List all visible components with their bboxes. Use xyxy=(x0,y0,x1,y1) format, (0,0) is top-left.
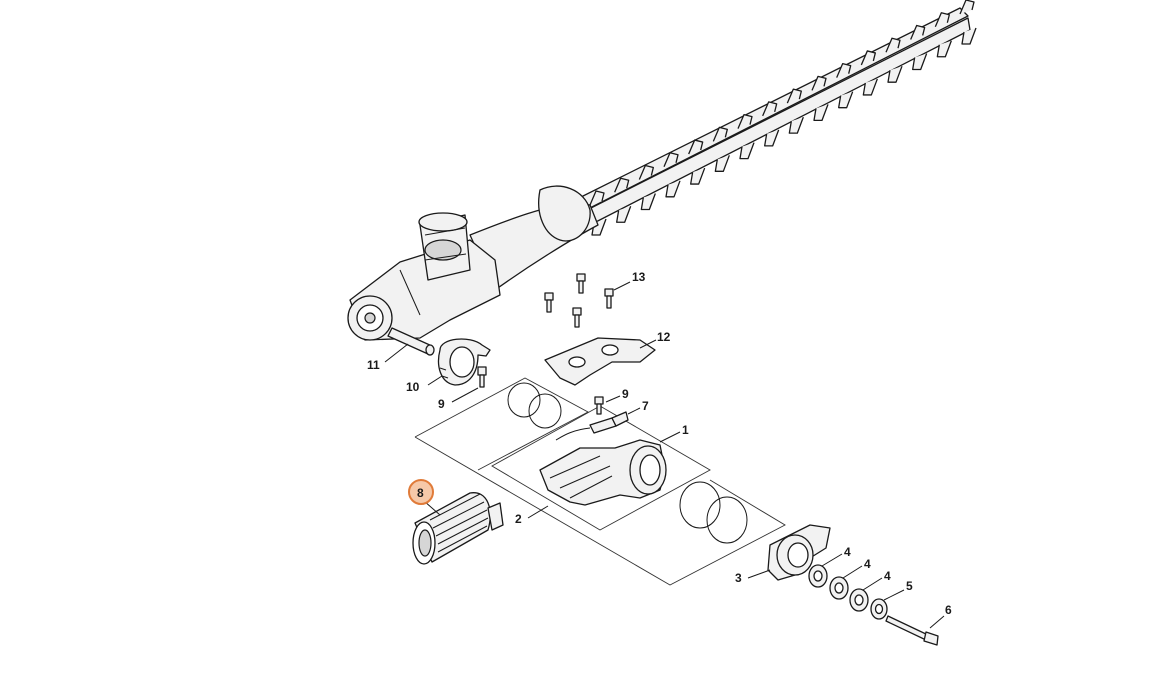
callout-4-c: 4 xyxy=(884,569,891,583)
blade-tooth-lower xyxy=(714,155,730,172)
part-7-sensor: 7 xyxy=(555,399,649,441)
blade-tooth-lower xyxy=(813,104,829,122)
circlips-upper xyxy=(507,382,562,429)
part-10-clamp: 10 xyxy=(406,338,491,394)
blade-tooth-lower xyxy=(912,53,928,71)
blade-tooth-upper xyxy=(762,101,778,117)
part-1-housing: 1 xyxy=(539,423,689,506)
part-3-end-cap: 3 xyxy=(735,524,831,585)
blade-tooth-upper xyxy=(860,50,876,66)
callout-8[interactable]: 8 xyxy=(417,486,424,500)
blade-tooth-lower xyxy=(616,206,632,223)
circlips-lower xyxy=(679,481,748,544)
part-8-sleeve: 8 xyxy=(408,479,504,565)
blade-tooth-upper xyxy=(934,12,950,27)
part-9-screw-left: 9 xyxy=(438,366,487,411)
callout-4-b: 4 xyxy=(864,557,871,571)
blade-tooth-lower xyxy=(961,27,977,45)
blade-tooth-lower xyxy=(788,116,804,134)
blade-tooth-upper xyxy=(663,152,679,168)
blade-tooth-lower xyxy=(887,65,903,83)
blade-tooth-upper xyxy=(811,75,827,91)
part-12-cover: 12 xyxy=(544,330,671,386)
callout-7: 7 xyxy=(642,399,649,413)
blade-tooth-lower xyxy=(862,78,878,96)
blade-tooth-lower xyxy=(665,180,681,198)
callout-5: 5 xyxy=(906,579,913,593)
part-4-washers: 4 4 4 xyxy=(808,545,891,612)
blade-tooth-upper xyxy=(589,190,605,206)
blade-tooth-upper xyxy=(737,113,753,129)
blade-tooth-upper xyxy=(712,126,728,142)
gear-housing xyxy=(347,185,599,341)
callout-6: 6 xyxy=(945,603,952,617)
callout-13: 13 xyxy=(632,270,646,284)
callout-4-a: 4 xyxy=(844,545,851,559)
callout-3: 3 xyxy=(735,571,742,585)
blade-tooth-lower xyxy=(739,142,755,160)
part-13-screws: 13 xyxy=(544,270,646,328)
blade-tooth-lower xyxy=(764,129,780,147)
blade-tooth-upper xyxy=(885,37,901,53)
blade-tooth-lower xyxy=(936,40,952,58)
callout-2: 2 xyxy=(515,512,522,526)
part-5-washer: 5 xyxy=(870,579,913,620)
blade-tooth-upper xyxy=(638,164,654,180)
blade-tooth-upper xyxy=(836,63,852,78)
blade-tooth-upper xyxy=(688,139,704,155)
callout-9-left: 9 xyxy=(438,397,445,411)
blade-tooth-upper xyxy=(786,88,802,104)
highlight-marker[interactable] xyxy=(408,479,434,505)
assembly-group-outline: 2 xyxy=(414,377,786,586)
callout-10: 10 xyxy=(406,380,420,394)
blade-tooth-upper xyxy=(614,177,630,193)
part-11-pin: 11 xyxy=(367,327,435,372)
blade-tooth-lower xyxy=(838,91,854,109)
part-6-bolt: 6 xyxy=(885,603,952,646)
callout-9-right: 9 xyxy=(622,387,629,401)
cutter-blade xyxy=(574,0,977,236)
part-9-screw-right: 9 xyxy=(594,387,629,415)
callout-12: 12 xyxy=(657,330,671,344)
callout-1: 1 xyxy=(682,423,689,437)
blade-tooth-lower xyxy=(640,193,656,211)
blade-tooth-upper xyxy=(910,24,926,40)
blade-tooth-upper xyxy=(959,0,975,15)
callout-11: 11 xyxy=(367,358,380,372)
blade-tooth-lower xyxy=(690,167,706,185)
